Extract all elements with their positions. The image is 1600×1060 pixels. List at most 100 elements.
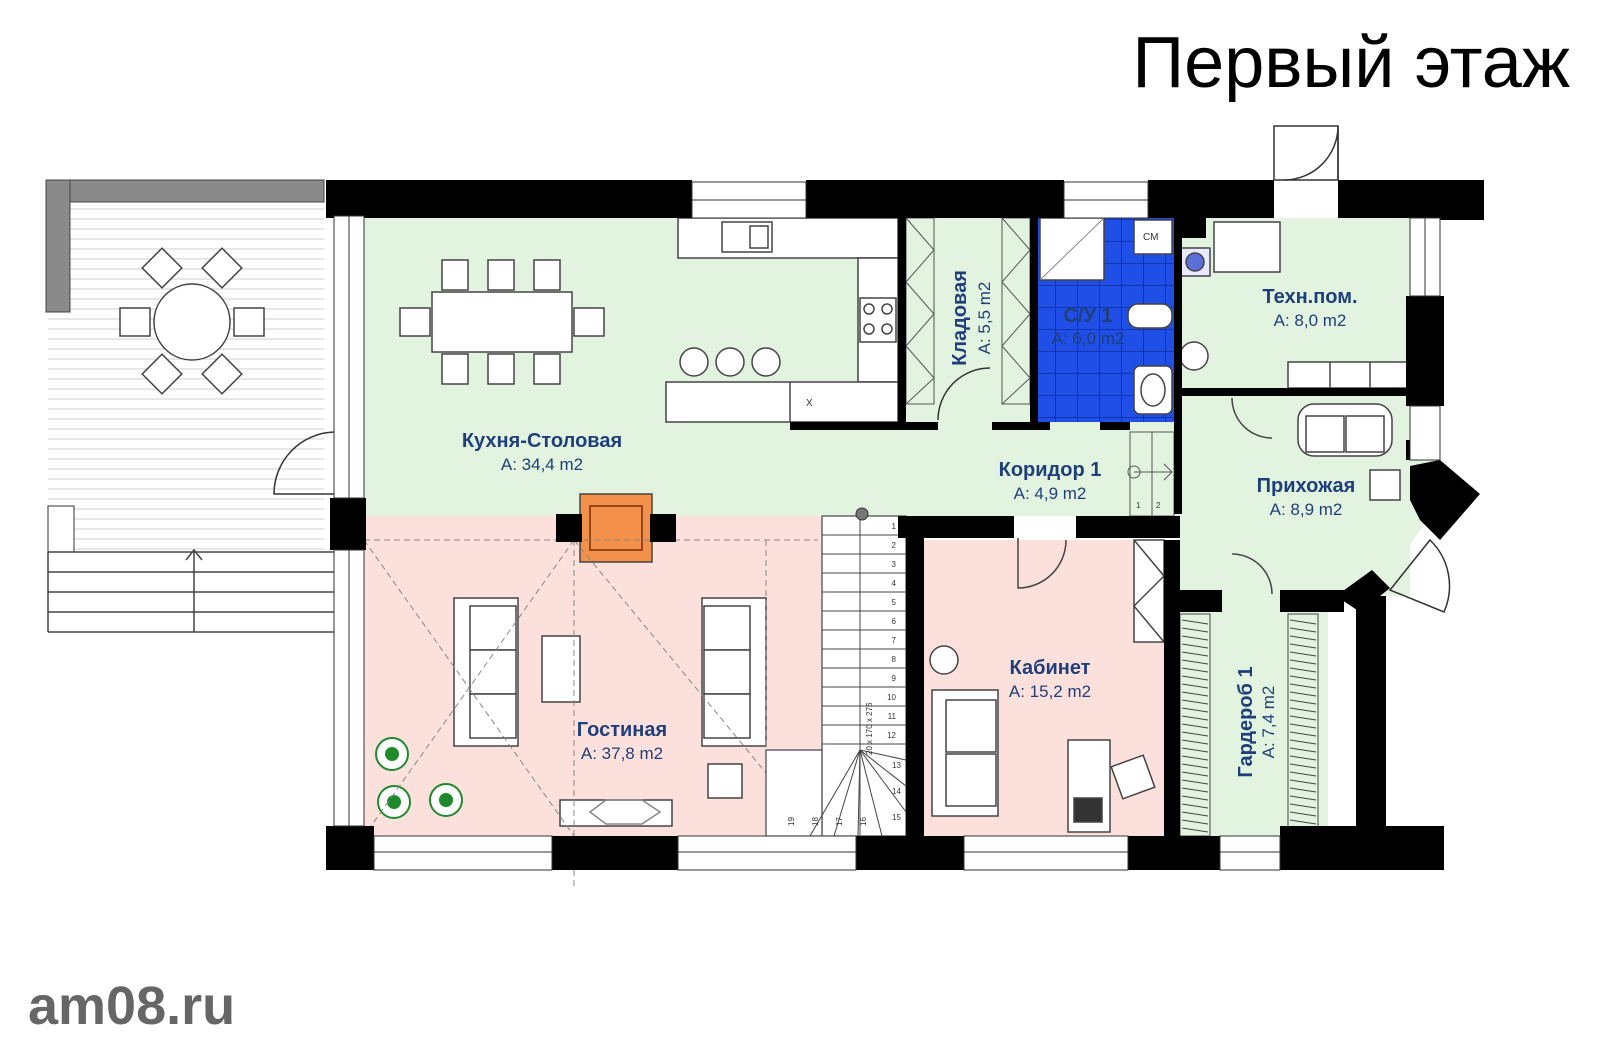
hanger-line: [1181, 763, 1209, 769]
hanger-line: [1181, 819, 1209, 825]
stair-step-number: 14: [892, 787, 901, 796]
round-table: [153, 283, 231, 361]
stair-step-number: 12: [887, 731, 896, 740]
stair-step-number: 2: [892, 541, 897, 550]
pantry-name: Кладовая: [949, 270, 971, 366]
stair-spec: 20 x 170 x 276: [865, 702, 874, 755]
boiler-sink: [1213, 221, 1281, 273]
stair-tread: [809, 749, 861, 837]
bathroom-fixtures: [1039, 217, 1173, 415]
hanger-line: [1181, 771, 1209, 777]
study-furniture: [929, 538, 1166, 833]
living-area: A: 37,8 m2: [581, 744, 663, 763]
hanger-line: [1289, 659, 1317, 665]
brand-watermark: am08.ru: [28, 976, 236, 1036]
hanger-line: [1289, 787, 1317, 793]
hanger-line: [1289, 771, 1317, 777]
hanger-line: [1181, 795, 1209, 801]
tech-area: A: 8,0 m2: [1274, 311, 1347, 330]
hanger-line: [1289, 643, 1317, 649]
stair-step-number: 7: [892, 636, 897, 645]
stair-tread: [859, 749, 907, 787]
hanger-line: [1181, 691, 1209, 697]
entrance-door: [1388, 538, 1451, 613]
kitchen-name: Кухня-Столовая: [462, 430, 622, 452]
stair-step-number: 15: [892, 813, 901, 822]
hanger-line: [1289, 747, 1317, 753]
hanger-line: [1289, 811, 1317, 817]
toilet: [1127, 303, 1173, 329]
stair-step-number: 4: [892, 579, 897, 588]
stair-tread: [833, 749, 861, 837]
living-guides: [363, 539, 819, 890]
room-labels: Кухня-Столовая A: 34,4 m2 Кладовая A: 5,…: [462, 270, 1358, 777]
stair-step-number: 17: [835, 817, 844, 826]
hall-pouf: [1369, 469, 1401, 501]
hanger-line: [1289, 739, 1317, 745]
hanger-line: [1181, 787, 1209, 793]
hanger-line: [1181, 739, 1209, 745]
hanger-line: [1289, 635, 1317, 641]
terrace-dining-set: [119, 247, 265, 395]
stair-step-number: 19: [787, 817, 796, 826]
hanger-line: [1181, 643, 1209, 649]
staircase: [765, 515, 907, 837]
plant-icons: [375, 737, 463, 819]
hanger-line: [1289, 715, 1317, 721]
stair-step-number: 6: [892, 617, 897, 626]
hanger-line: [1181, 731, 1209, 737]
hanger-line: [1289, 651, 1317, 657]
corridor-area: A: 4,9 m2: [1014, 484, 1087, 503]
doors: [1273, 125, 1451, 613]
hanger-line: [1181, 803, 1209, 809]
hanger-line: [1181, 635, 1209, 641]
corridor-step-2: 2: [1156, 501, 1161, 510]
hanger-line: [1289, 755, 1317, 761]
tech-fixtures: [1179, 221, 1411, 389]
hanger-line: [1289, 691, 1317, 697]
stair-step-number: 18: [811, 817, 820, 826]
wardrobe-area: A: 7,4 m2: [1259, 686, 1278, 759]
stair-tread: [859, 749, 907, 813]
hanger-line: [1181, 699, 1209, 705]
hanger-line: [1289, 723, 1317, 729]
windows: [333, 181, 1441, 871]
kitchen-furniture: [399, 217, 899, 423]
hanger-line: [1181, 619, 1209, 625]
hanger-line: [1181, 675, 1209, 681]
terrace-door-swing: [273, 431, 335, 495]
hanger-line: [1181, 723, 1209, 729]
desk-chair: [1110, 754, 1156, 800]
room-fills: [48, 182, 1440, 836]
wardrobe-hangers: [1181, 619, 1317, 833]
hanger-line: [1289, 683, 1317, 689]
stair-treads: [809, 534, 907, 837]
hanger-line: [1289, 707, 1317, 713]
hall-area: A: 8,9 m2: [1270, 500, 1343, 519]
armchair: [707, 763, 743, 799]
hanger-line: [1181, 651, 1209, 657]
hanger-line: [1181, 827, 1209, 833]
hanger-line: [1289, 731, 1317, 737]
bathroom-area: A: 6,0 m2: [1052, 329, 1125, 348]
stair-step-number: 9: [892, 674, 897, 683]
hanger-line: [1289, 627, 1317, 633]
floor-lamp: [929, 645, 959, 675]
tv-console: [559, 799, 673, 827]
pantry-area: A: 5,5 m2: [975, 282, 994, 355]
hanger-line: [1289, 619, 1317, 625]
hanger-line: [1181, 715, 1209, 721]
stair-tread: [859, 749, 907, 761]
stair-step-number: 11: [888, 712, 897, 721]
terrace-post: [47, 505, 75, 553]
hanger-line: [1289, 779, 1317, 785]
hanger-line: [1289, 675, 1317, 681]
hanger-line: [1289, 699, 1317, 705]
terrace-floor: [48, 182, 324, 552]
hanger-line: [1181, 779, 1209, 785]
hanger-line: [1289, 803, 1317, 809]
wardrobe-floor: [1172, 596, 1328, 836]
walls: [326, 180, 1484, 870]
living-name: Гостиная: [577, 719, 667, 741]
